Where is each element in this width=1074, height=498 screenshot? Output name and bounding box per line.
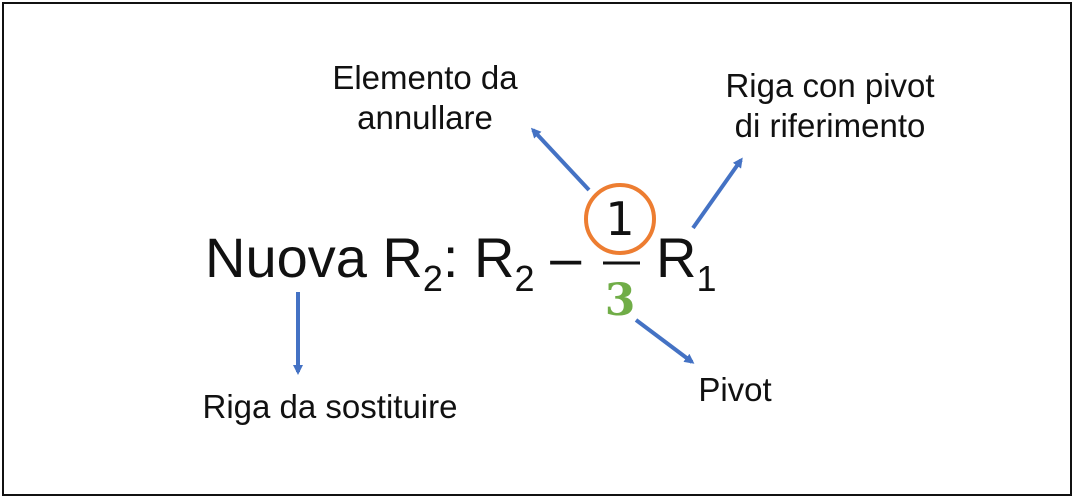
equation-left: Nuova R2: R2 –: [205, 228, 581, 309]
equation-prefix: Nuova R: [205, 226, 423, 289]
arrow-pivot: [634, 318, 695, 364]
label-element-to-cancel: Elemento da annullare: [300, 58, 550, 138]
equation-r2: R: [474, 226, 515, 289]
arrow-annul: [530, 127, 591, 192]
equation-right: R1: [656, 228, 716, 309]
fraction-numerator: 1: [605, 192, 635, 246]
numerator-circle: [584, 183, 656, 255]
equation-minus: –: [550, 226, 582, 289]
label-row-to-replace: Riga da sostituire: [202, 388, 458, 425]
fraction-denominator: 3: [604, 275, 636, 326]
label-pivot: Pivot: [698, 371, 772, 408]
equation-r1: R: [656, 226, 697, 289]
label-element-to-cancel-line1: Elemento da: [332, 59, 518, 96]
equation-r1-subscript: 1: [696, 258, 717, 299]
arrow-reference: [691, 157, 743, 230]
label-reference-row-line1: Riga con pivot: [725, 67, 935, 104]
equation-prefix-subscript: 2: [422, 258, 443, 299]
label-reference-row-line2: di riferimento: [734, 107, 926, 144]
label-reference-row: Riga con pivot di riferimento: [700, 66, 960, 146]
label-element-to-cancel-line2: annullare: [357, 99, 493, 136]
equation-colon: :: [442, 226, 459, 289]
equation-r2-subscript: 2: [514, 258, 535, 299]
